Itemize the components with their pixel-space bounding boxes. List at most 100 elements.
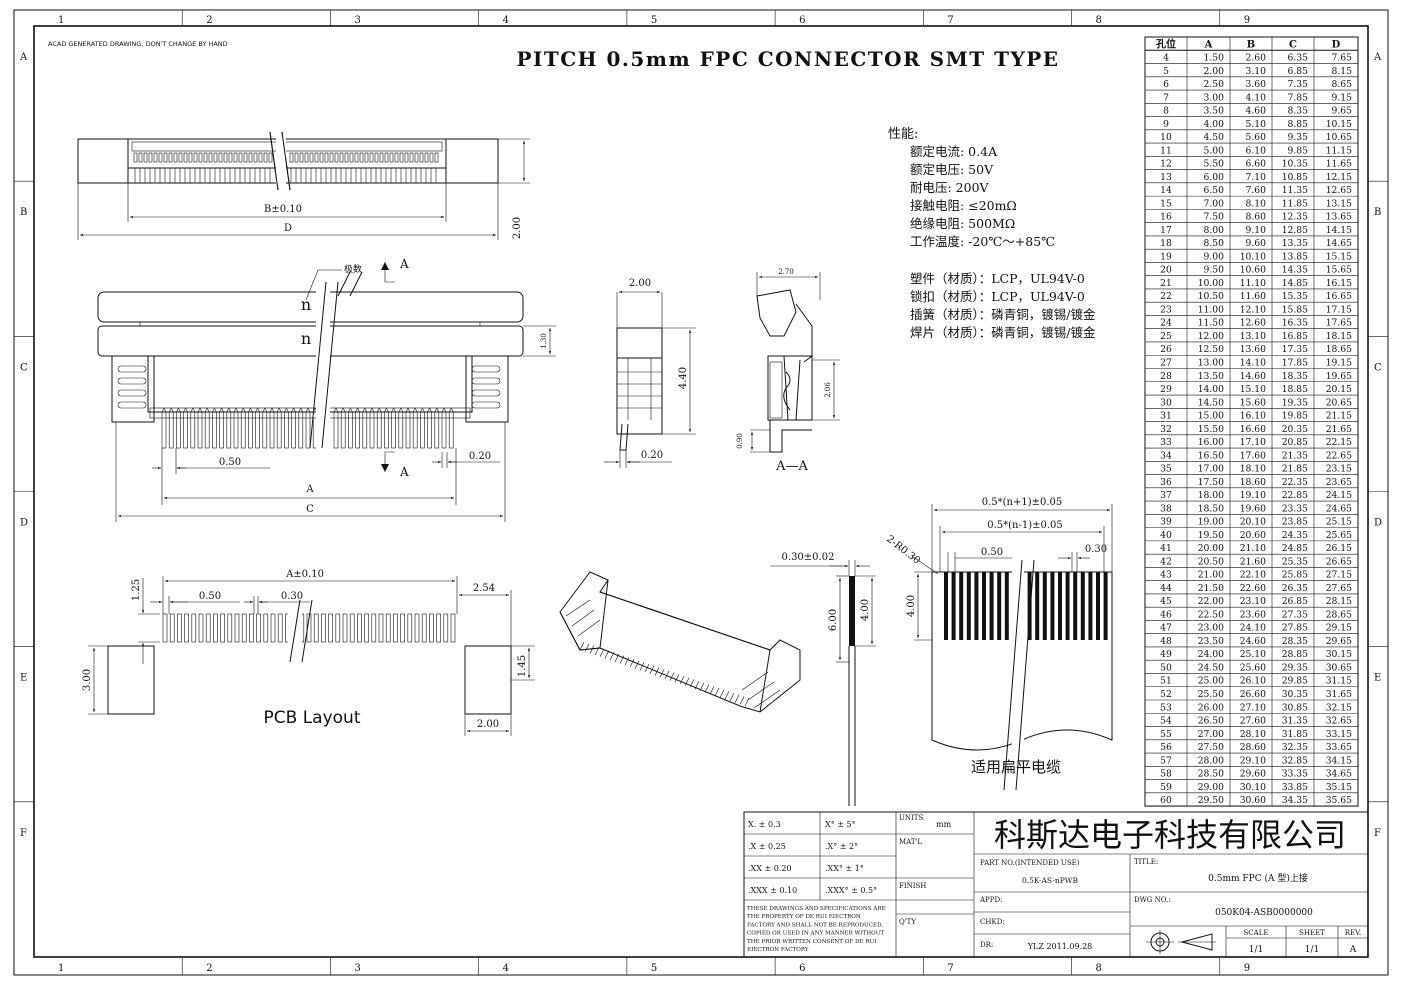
table-cell: 8.00: [1204, 225, 1225, 236]
table-cell: 56: [1160, 742, 1172, 753]
table-cell: 24.15: [1326, 490, 1352, 501]
appd-label: APPD:: [979, 896, 1002, 904]
table-cell: 27.50: [1198, 742, 1224, 753]
table-cell: 53: [1160, 702, 1172, 713]
border-col-label: 6: [799, 963, 805, 974]
table-cell: 19.35: [1282, 397, 1308, 408]
material-item: 焊片（材质）：磷青铜，镀锡/镀金: [910, 325, 1096, 340]
table-cell: 27.10: [1240, 702, 1266, 713]
dim-side-thickness: 0.20: [641, 450, 663, 461]
side-view: 2.00 4.40 0.20: [604, 278, 696, 468]
fpc-cable-view: 0.5*(n+1)±0.05 0.5*(n-1)±0.05 2-R0.30 0.…: [884, 497, 1113, 791]
table-cell: 24.00: [1198, 649, 1224, 660]
table-header: D: [1332, 39, 1341, 50]
finish-label: FINISH: [899, 882, 926, 890]
disclaimer-line: FACTORY AND SHALL NOT BE REPRODUCED,: [747, 922, 883, 928]
tolerance-linear: .XXX ± 0.10: [748, 886, 797, 895]
table-cell: 5.00: [1204, 145, 1225, 156]
table-cell: 13.35: [1282, 238, 1308, 249]
table-cell: 12.15: [1326, 172, 1352, 183]
n-label-lower: n: [301, 329, 311, 348]
tolerance-angular: .XX° ± 1°: [825, 864, 864, 873]
dim-fpc-radius: 2-R0.30: [884, 534, 922, 567]
table-cell: 15.10: [1240, 384, 1266, 395]
front-view: n n 极数 A A 0.50 0.20: [97, 257, 556, 522]
border-row-label: A: [1373, 52, 1382, 63]
table-cell: 24.65: [1326, 503, 1352, 514]
table-cell: 25.85: [1282, 570, 1308, 581]
matl-label: MAT'L: [899, 838, 922, 846]
table-cell: 22.35: [1282, 477, 1308, 488]
border-col-label: 9: [1244, 15, 1250, 26]
table-cell: 18: [1160, 238, 1172, 249]
disclaimer-line: COPIED OR USED IN ANY MANNER WITHOUT: [747, 931, 884, 937]
table-cell: 14.35: [1282, 265, 1308, 276]
border-row-label: B: [1374, 207, 1381, 218]
dim-pcb-edge: 2.54: [473, 583, 495, 594]
table-cell: 35: [1160, 464, 1172, 475]
table-cell: 24.85: [1282, 543, 1308, 554]
dim-pcb-pitch: 0.50: [199, 591, 221, 602]
table-cell: 14.00: [1198, 384, 1224, 395]
specs-heading: 性能:: [888, 127, 918, 142]
table-cell: 17.10: [1240, 437, 1266, 448]
table-cell: 16.60: [1240, 424, 1266, 435]
table-cell: 30.60: [1240, 795, 1266, 806]
header-note: ACAD GENERATED DRAWING, DON'T CHANGE BY …: [48, 40, 228, 48]
table-cell: 18.50: [1198, 503, 1224, 514]
table-cell: 46: [1160, 609, 1172, 620]
table-cell: 20.85: [1282, 437, 1308, 448]
table-cell: 19: [1160, 251, 1172, 262]
table-cell: 23.65: [1326, 477, 1352, 488]
tolerance-linear: .XX ± 0.20: [748, 864, 792, 873]
dim-cable-thickness: 0.30±0.02: [782, 552, 835, 563]
table-cell: 26.65: [1326, 556, 1352, 567]
table-cell: 10.00: [1198, 278, 1224, 289]
table-cell: 10.10: [1240, 251, 1266, 262]
table-cell: 16.85: [1282, 331, 1308, 342]
table-cell: 31.85: [1282, 729, 1308, 740]
table-cell: 47: [1160, 623, 1172, 634]
table-cell: 27.35: [1282, 609, 1308, 620]
material-item: 插簧（材质）：磷青铜，镀锡/镀金: [910, 307, 1096, 322]
table-header: 孔位: [1156, 37, 1176, 50]
table-cell: 33.15: [1326, 729, 1352, 740]
disclaimer-line: THESE DRAWINGS AND SPECIFICATIONS ARE: [747, 906, 886, 912]
table-cell: 28.85: [1282, 649, 1308, 660]
table-cell: 11.15: [1326, 145, 1352, 156]
table-cell: 32.65: [1326, 716, 1352, 727]
table-cell: 28.60: [1240, 742, 1266, 753]
table-cell: 17: [1160, 225, 1172, 236]
chkd-label: CHKD:: [980, 918, 1005, 926]
table-cell: 23.85: [1282, 517, 1308, 528]
table-cell: 19.15: [1326, 358, 1352, 369]
dim-fpc-inner: 0.5*(n-1)±0.05: [987, 520, 1063, 531]
table-cell: 16.35: [1282, 318, 1308, 329]
table-cell: 9.35: [1288, 132, 1309, 143]
table-cell: 25.65: [1326, 530, 1352, 541]
table-cell: 6.00: [1204, 172, 1225, 183]
table-cell: 13.10: [1240, 331, 1266, 342]
pcb-layout-view: A±0.10 0.50 0.30 2.54 1.25 3.00 1.45 2.0…: [82, 569, 535, 736]
table-cell: 21.60: [1240, 556, 1266, 567]
table-cell: 29.50: [1198, 795, 1224, 806]
dim-pcb-solder-height: 3.00: [82, 669, 93, 691]
drawing-title: PITCH 0.5mm FPC CONNECTOR SMT TYPE: [516, 47, 1059, 71]
table-cell: 24.60: [1240, 636, 1266, 647]
table-cell: 28.65: [1326, 609, 1352, 620]
table-cell: 55: [1160, 729, 1172, 740]
table-cell: 29.00: [1198, 782, 1224, 793]
table-cell: 30.85: [1282, 702, 1308, 713]
table-cell: 8.10: [1246, 198, 1267, 209]
border-row-label: E: [1374, 673, 1381, 684]
dim-side-height: 4.40: [678, 367, 689, 389]
table-cell: 3.10: [1246, 66, 1267, 77]
table-cell: 9.60: [1246, 238, 1267, 249]
table-cell: 31: [1160, 411, 1172, 422]
table-cell: 43: [1160, 570, 1172, 581]
border-col-label: 7: [947, 963, 953, 974]
border-col-label: 3: [354, 963, 360, 974]
table-cell: 7.85: [1288, 92, 1309, 103]
table-cell: 29.65: [1326, 636, 1352, 647]
